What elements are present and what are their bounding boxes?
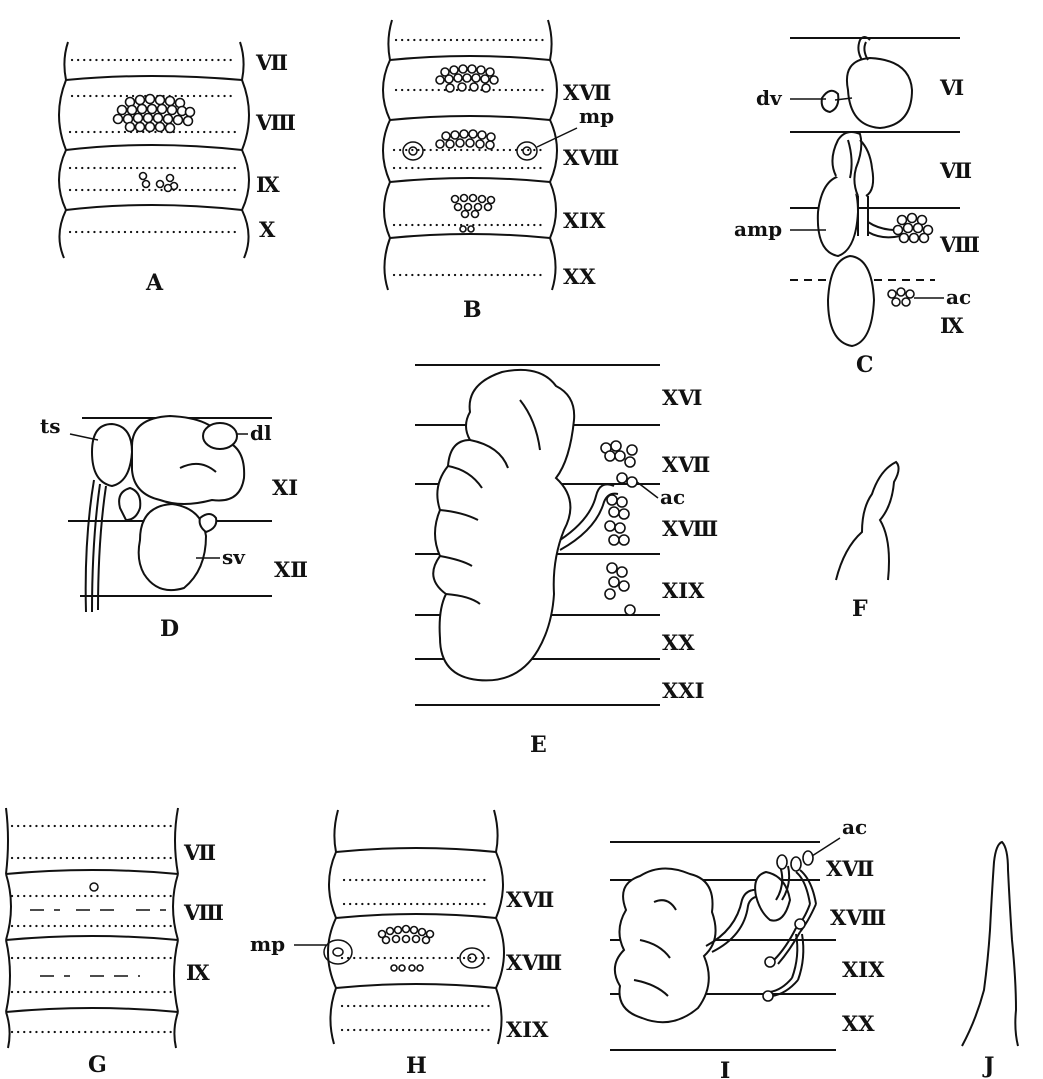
panel-f-label: F xyxy=(852,596,868,622)
panel-a-segment-label: Ⅸ xyxy=(256,172,280,197)
panel-c-dv-label: dv xyxy=(756,86,783,110)
panel-a-drawing xyxy=(59,42,249,258)
panel-d-ts-label: ts xyxy=(40,414,61,438)
panel-e-segment-label: XⅦ xyxy=(662,452,710,477)
panel-b-egg-cluster-xvii xyxy=(436,65,498,92)
panel-b-egg-cluster-xix xyxy=(452,195,495,233)
panel-h-egg-cluster xyxy=(379,926,434,972)
panel-g-label: G xyxy=(88,1052,107,1078)
panel-j: J xyxy=(962,842,1018,1079)
panel-b-segment-label: XⅧ xyxy=(563,145,619,170)
panel-f-drawing xyxy=(836,462,899,580)
panel-d-segment-label: XI xyxy=(272,475,298,500)
panel-e: ac XⅥ XⅦ XⅧ XIX XX XXI E xyxy=(415,365,718,758)
panel-g-segment-label: Ⅷ xyxy=(183,900,224,925)
panel-h-drawing xyxy=(324,810,504,1044)
panel-a-egg-cluster xyxy=(114,95,195,133)
panel-g-segment-label: Ⅸ xyxy=(186,960,210,985)
panel-e-label: E xyxy=(530,732,547,758)
panel-b-label: B xyxy=(463,297,482,323)
panel-d-dl-body xyxy=(203,423,237,449)
panel-c-segment-label: Ⅵ xyxy=(939,75,964,100)
panel-i-ac-label: ac xyxy=(842,815,867,839)
panel-d-dl-label: dl xyxy=(250,421,272,445)
panel-a-label: A xyxy=(145,270,164,296)
panel-c-drawing xyxy=(790,37,960,346)
panel-j-label: J xyxy=(982,1053,994,1079)
panel-e-drawing xyxy=(415,365,660,705)
panel-c-amp-label: amp xyxy=(734,217,782,241)
panel-i-ac-leader xyxy=(812,838,840,856)
panel-b-segment-label: XX xyxy=(563,264,596,289)
panel-d-sv-label: sv xyxy=(222,545,246,569)
panel-h-segment-label: XⅦ xyxy=(506,887,554,912)
panel-a: Ⅶ Ⅷ Ⅸ Ⅹ A xyxy=(59,42,296,296)
panel-g-segment-label: Ⅶ xyxy=(183,840,216,865)
panel-h: mp XⅦ XⅧ XIX H xyxy=(250,810,562,1079)
panel-b-segment-label: XⅦ xyxy=(563,80,611,105)
panel-e-segment-label: XⅥ xyxy=(662,385,702,410)
panel-g-drawing xyxy=(6,808,178,1048)
panel-c-segment-label: Ⅶ xyxy=(939,158,972,183)
panel-i-segment-label: XIX xyxy=(842,957,885,982)
panel-a-segment-label: Ⅷ xyxy=(255,110,296,135)
panel-i-segment-label: XⅦ xyxy=(826,856,874,881)
panel-c-label: C xyxy=(856,352,874,378)
panel-i-segment-label: XⅧ xyxy=(830,905,886,930)
panel-a-segment-label: Ⅶ xyxy=(255,50,288,75)
panel-d-segment-label: XⅡ xyxy=(274,557,308,582)
panel-b-egg-cluster-xviii xyxy=(436,130,495,149)
panel-c-accessory-gland-cluster xyxy=(894,214,933,243)
panel-h-segment-label: XIX xyxy=(506,1017,549,1042)
panel-b-segment-label: XIX xyxy=(563,208,606,233)
panel-g: Ⅶ Ⅷ Ⅸ G xyxy=(6,808,224,1078)
panel-i: ac XⅦ XⅧ XIX XX I xyxy=(610,815,886,1079)
panel-e-segment-label: XⅧ xyxy=(662,516,718,541)
panel-c-segment-label: Ⅷ xyxy=(939,232,980,257)
panel-b: mp XⅦ XⅧ XIX XX B xyxy=(383,20,619,323)
panel-a-papillae xyxy=(140,173,178,192)
panel-d: ts dl sv XI XⅡ D xyxy=(40,414,308,642)
panel-c: dv amp ac Ⅵ Ⅶ Ⅷ Ⅸ C xyxy=(734,37,980,378)
panel-b-mp-label: mp xyxy=(579,104,614,128)
panel-d-label: D xyxy=(160,616,179,642)
panel-i-segment-label: XX xyxy=(842,1011,875,1036)
panel-h-mp-label: mp xyxy=(250,932,285,956)
panel-g-pore xyxy=(90,883,98,891)
panel-e-segment-label: XXI xyxy=(662,678,704,703)
panel-c-ac-label: ac xyxy=(946,285,971,309)
panel-e-segment-label: XIX xyxy=(662,578,705,603)
panel-j-drawing xyxy=(962,842,1018,1046)
panel-h-segment-label: XⅧ xyxy=(506,950,562,975)
panel-c-segment-label: Ⅸ xyxy=(940,313,964,338)
panel-a-segment-label: Ⅹ xyxy=(259,217,276,242)
panel-h-label: H xyxy=(406,1053,427,1079)
panel-e-accessory-glands xyxy=(601,441,637,615)
panel-d-drawing xyxy=(68,416,272,612)
panel-f: F xyxy=(836,462,899,622)
panel-e-segment-label: XX xyxy=(662,630,695,655)
panel-i-label: I xyxy=(720,1058,730,1079)
panel-i-drawing xyxy=(610,842,836,1050)
panel-e-ac-label: ac xyxy=(660,485,685,509)
panel-b-drawing xyxy=(383,20,557,290)
panel-c-accessory-glands-ix xyxy=(888,288,914,306)
